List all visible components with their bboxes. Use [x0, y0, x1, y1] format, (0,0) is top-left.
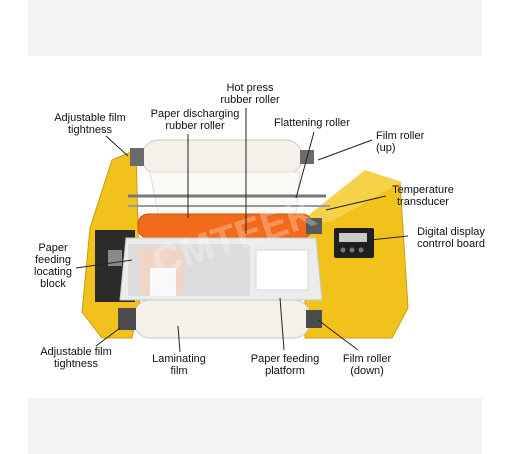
label-temperature-transducer: Temperature transducer — [392, 184, 454, 208]
leader-adjustable-bottom — [95, 327, 121, 347]
right-top-casing — [300, 170, 402, 222]
label-digital-display-board: Digital display contrrol board — [417, 226, 485, 250]
label-film-roller-up: Film roller (up) — [376, 130, 425, 154]
film-roller-up-end-left — [130, 148, 144, 166]
leader-film-roller-down — [317, 319, 359, 351]
display-button-3 — [358, 247, 364, 253]
leader-digital-display — [369, 235, 409, 241]
film-roller-down-end-right — [306, 310, 322, 328]
label-hot-press-roller: Hot press rubber roller — [220, 82, 280, 106]
label-adjustable-film-tightness-bottom: Adjustable film tightness — [40, 346, 112, 370]
leader-film-roller-up — [317, 139, 373, 161]
label-paper-discharging-roller: Paper discharging rubber roller — [150, 108, 240, 132]
display-button-2 — [349, 247, 355, 253]
label-laminating-film: Laminating film — [152, 353, 206, 377]
leader-laminating-film — [177, 325, 181, 353]
leader-flattening — [295, 131, 315, 199]
leader-adjustable-top — [105, 135, 129, 157]
bottom-margin-band — [28, 398, 482, 454]
display-button-1 — [340, 247, 346, 253]
leader-temperature — [325, 195, 387, 211]
label-adjustable-film-tightness-top: Adjustable film tightness — [54, 112, 126, 136]
top-margin-band — [28, 0, 482, 56]
digital-display-board — [334, 228, 374, 258]
sample-paper-text — [255, 249, 309, 291]
label-paper-feeding-locating-block: Paper feeding locating block — [34, 242, 72, 290]
label-paper-feeding-platform: Paper feeding platform — [250, 353, 320, 377]
film-roller-down — [133, 299, 311, 339]
leader-paper-feeding-block — [75, 259, 133, 269]
label-flattening-roller: Flattening roller — [274, 117, 350, 129]
leader-paper-platform — [279, 297, 285, 351]
display-screen — [339, 233, 367, 242]
label-film-roller-down: Film roller (down) — [342, 353, 392, 377]
film-roller-down-end-left — [118, 308, 136, 330]
film-roller-up — [141, 139, 303, 175]
hot-press-roller-end — [306, 218, 322, 234]
sample-photo-dress — [150, 268, 176, 296]
